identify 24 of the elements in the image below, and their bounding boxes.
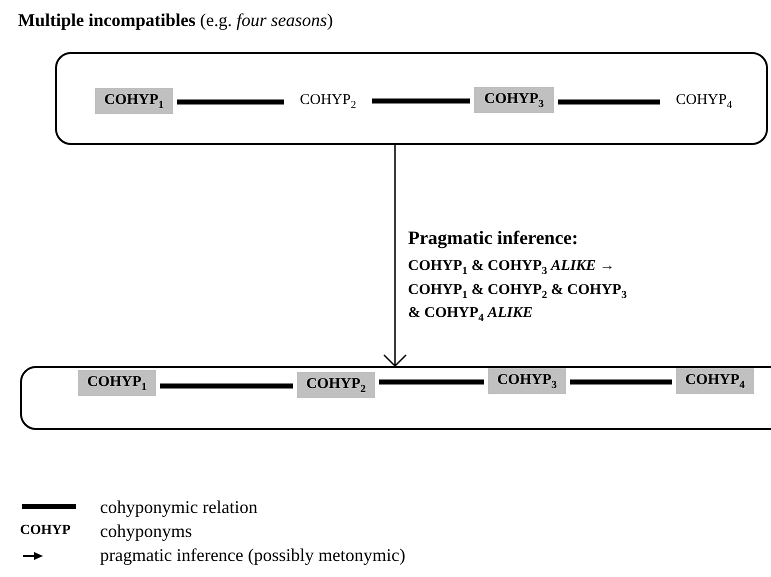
relation-line xyxy=(570,380,672,384)
cohyponym-term: COHYP$_{4}$ xyxy=(676,368,754,394)
rounded-box xyxy=(20,366,771,430)
cohyponym-term: COHYP$_{2}$ xyxy=(297,372,375,398)
relation-line xyxy=(372,98,470,104)
cohyponym-term: COHYP$_{2}$ xyxy=(288,88,368,114)
inference-note: COHYP$_{1}$ & COHYP$_{3}$ ALIKE → COHYP$_{1}$ & COHYP$_{2}$ & COHYP$_{3}$ & COHYP$_{4}$ ALIKE xyxy=(408,257,628,326)
cohyponym-term: COHYP$_{1}$ xyxy=(95,88,173,114)
legend-text: pragmatic inference (possibly metonymic) xyxy=(100,545,406,566)
edge-label: Pragmatic inference: xyxy=(408,228,578,250)
diagram-title: Multiple incompatibles (e.g. four seasons) xyxy=(18,10,334,31)
cohyponym-term: COHYP$_{3}$ xyxy=(488,368,566,394)
relation-line xyxy=(379,380,484,384)
legend-text: cohyponyms xyxy=(100,521,192,542)
relation-line xyxy=(177,100,284,104)
legend-sample-text: COHYP xyxy=(20,523,71,539)
relation-line xyxy=(160,384,293,388)
relation-line xyxy=(558,100,660,104)
rounded-box xyxy=(55,52,768,145)
arrow xyxy=(383,145,407,367)
cohyponym-term: COHYP$_{1}$ xyxy=(78,370,156,396)
cohyponym-term: COHYP$_{4}$ xyxy=(664,88,744,114)
cohyponym-term: COHYP$_{3}$ xyxy=(474,87,554,113)
legend-text: cohyponymic relation xyxy=(100,497,258,518)
